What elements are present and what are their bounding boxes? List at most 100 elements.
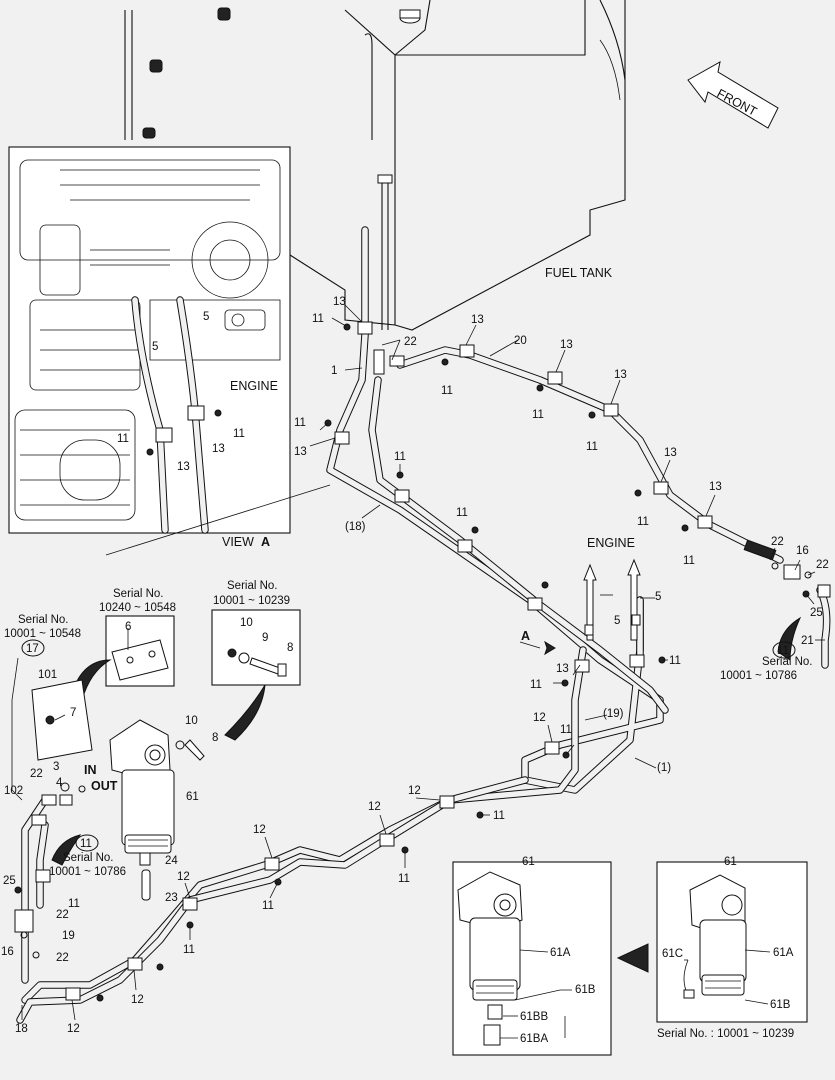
callout: 61B (575, 984, 596, 996)
fuel-filter-61 (109, 719, 205, 901)
callout: 18 (15, 1023, 28, 1035)
callout: 13 (614, 369, 627, 381)
filter-detail-box-1 (452, 861, 612, 1056)
callout: 22 (404, 336, 417, 348)
callout: 61 (522, 856, 535, 868)
callout: 11 (117, 433, 129, 445)
callout: 12 (253, 824, 266, 836)
serial-range: 10001 ~ 10548 (4, 628, 81, 640)
callout-labels: 13 11 22 1 13 20 11 13 11 13 11 11 13 11… (1, 296, 829, 1045)
serial-title: Serial No. (227, 580, 278, 592)
pointer-arrow-bolt (224, 684, 266, 741)
serial-title: Serial No. (762, 656, 813, 668)
callout: 11 (532, 409, 544, 421)
callout: 102 (4, 785, 23, 797)
callout: 61 (724, 856, 737, 868)
circled-number: 11 (80, 838, 92, 850)
serial-box-plate (105, 615, 175, 687)
bracket-101 (31, 679, 93, 761)
callout: 101 (38, 669, 57, 681)
callout: 11 (68, 898, 80, 910)
callout: 8 (212, 732, 218, 744)
callout: 5 (614, 615, 620, 627)
serial-range: 10001 ~ 10239 (213, 595, 290, 607)
callout: 24 (165, 855, 178, 867)
serial-range: 10001 ~ 10786 (720, 670, 797, 682)
detail-leader-lines (500, 949, 771, 1039)
serial-labels: Serial No. 10240 ~ 10548 Serial No. 1000… (4, 580, 813, 1040)
callout: 12 (533, 712, 546, 724)
callout: 61 (186, 791, 199, 803)
callout: 5 (655, 591, 661, 603)
callout: 25 (3, 875, 16, 887)
serial-note: Serial No. : 10001 ~ 10239 (657, 1028, 794, 1040)
callout: 13 (212, 443, 225, 455)
arrow-a-label: A (521, 629, 530, 643)
callout: 11 (294, 417, 306, 429)
callout: 61BA (520, 1033, 548, 1045)
callout: 61B (770, 999, 791, 1011)
serial-box-bolts (211, 609, 301, 686)
serial-range: 10001 ~ 10786 (49, 866, 126, 878)
serial-range: 10240 ~ 10548 (99, 602, 176, 614)
callout: 8 (287, 642, 293, 654)
callout: 9 (262, 632, 268, 644)
pointer-arrow-right (777, 616, 802, 661)
callout: 12 (131, 994, 144, 1006)
callout: 11 (560, 724, 572, 736)
callout: 11 (683, 555, 695, 567)
view-a-letter: A (261, 535, 270, 549)
callout: 11 (394, 451, 406, 463)
fuel-tank-label: FUEL TANK (545, 266, 613, 280)
callout: 61A (550, 947, 571, 959)
serial-title: Serial No. (113, 588, 164, 600)
callout: 22 (56, 952, 69, 964)
callout: 11 (493, 810, 505, 822)
callout: 5 (203, 311, 209, 323)
leader-lines (21, 304, 825, 1021)
callout: 61BB (520, 1011, 548, 1023)
callout: 13 (709, 481, 722, 493)
callout: 20 (514, 335, 527, 347)
circled-number: 11 (777, 645, 789, 657)
filter-fittings (14, 782, 86, 959)
serial-title: Serial No. (63, 852, 114, 864)
callout: 11 (262, 900, 274, 912)
callout: 12 (67, 1023, 80, 1035)
callout: 1 (331, 365, 337, 377)
callout: 3 (53, 761, 59, 773)
callout: 13 (560, 339, 573, 351)
callout: 11 (669, 655, 681, 667)
callout: 13 (177, 461, 190, 473)
callout: 19 (62, 930, 75, 942)
callout: 16 (1, 946, 14, 958)
callout: 11 (183, 944, 195, 956)
callout: 12 (408, 785, 421, 797)
callout: 11 (441, 385, 453, 397)
in-label: IN (84, 763, 97, 777)
out-label: OUT (91, 779, 118, 793)
callout: 22 (816, 559, 829, 571)
pipe-clamps (35, 321, 713, 1001)
callout: 13 (471, 314, 484, 326)
filter-detail-box-2 (656, 861, 808, 1023)
callout: 23 (165, 892, 178, 904)
callout: 11 (233, 428, 245, 440)
view-a-label: VIEW (222, 535, 254, 549)
callout: 7 (70, 707, 76, 719)
callout: 11 (586, 441, 598, 453)
callout: 25 (810, 607, 823, 619)
front-arrow: FRONT (687, 61, 779, 129)
callout: 11 (456, 507, 468, 519)
callout: (1) (657, 762, 671, 774)
pointer-arrow-left (51, 834, 82, 866)
callout: 5 (152, 341, 158, 353)
fittings (373, 349, 831, 656)
callout: 6 (125, 621, 131, 633)
callout: 22 (771, 536, 784, 548)
engine-arrow-label: ENGINE (587, 536, 635, 550)
callout: 13 (556, 663, 569, 675)
callout: 21 (801, 635, 814, 647)
callout: 10 (240, 617, 253, 629)
